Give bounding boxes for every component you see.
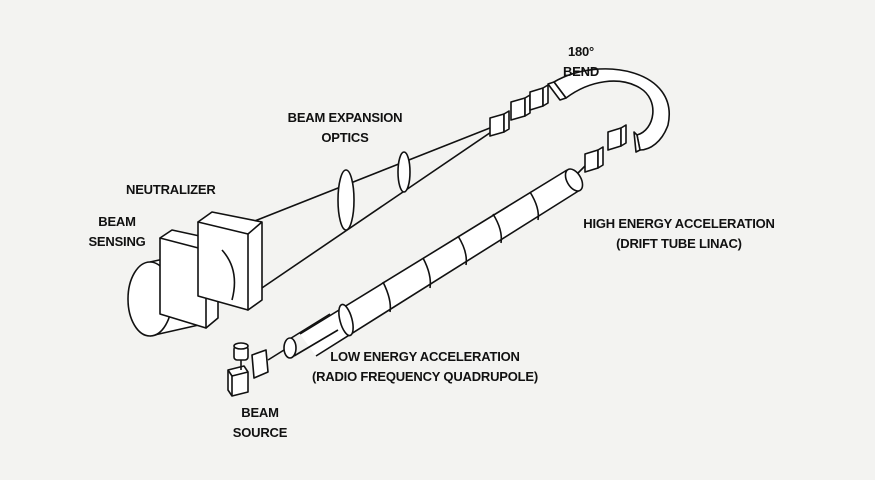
- low-energy-line1: LOW ENERGY ACCELERATION: [330, 349, 520, 364]
- beam-sensing-line1: BEAM: [98, 214, 136, 229]
- neutralizer-label: NEUTRALIZER: [126, 182, 216, 197]
- beam-sensing-label: BEAM SENSING: [82, 212, 152, 252]
- beam-expansion-line1: BEAM EXPANSION: [287, 110, 403, 125]
- bend-label-line1: 180°: [567, 44, 595, 59]
- high-energy-line2: (DRIFT TUBE LINAC): [616, 236, 742, 251]
- linac-tube: [299, 168, 584, 357]
- beam-source: [227, 342, 285, 397]
- low-energy-line2: (RADIO FREQUENCY QUADRUPOLE): [311, 369, 538, 384]
- beam-expansion-label: BEAM EXPANSION OPTICS: [275, 108, 415, 148]
- beam-source-label: BEAM SOURCE: [225, 403, 295, 443]
- beam-sensing-line2: SENSING: [88, 234, 146, 249]
- expansion-magnets: [489, 84, 549, 137]
- neutralizer-plate: [197, 211, 263, 311]
- expansion-cone: [251, 123, 501, 293]
- bend-label-line2: BEND: [562, 64, 600, 79]
- return-magnets: [574, 124, 627, 177]
- high-energy-label: HIGH ENERGY ACCELERATION (DRIFT TUBE LIN…: [564, 214, 794, 254]
- beam-expansion-line2: OPTICS: [321, 130, 369, 145]
- bend-label: 180° BEND: [556, 42, 606, 82]
- high-energy-line1: HIGH ENERGY ACCELERATION: [583, 216, 775, 231]
- bend-magnet: [547, 68, 671, 153]
- rfq-section: [283, 313, 339, 359]
- low-energy-label: LOW ENERGY ACCELERATION (RADIO FREQUENCY…: [300, 347, 550, 387]
- beam-source-line1: BEAM: [241, 405, 279, 420]
- beam-source-line2: SOURCE: [232, 425, 288, 440]
